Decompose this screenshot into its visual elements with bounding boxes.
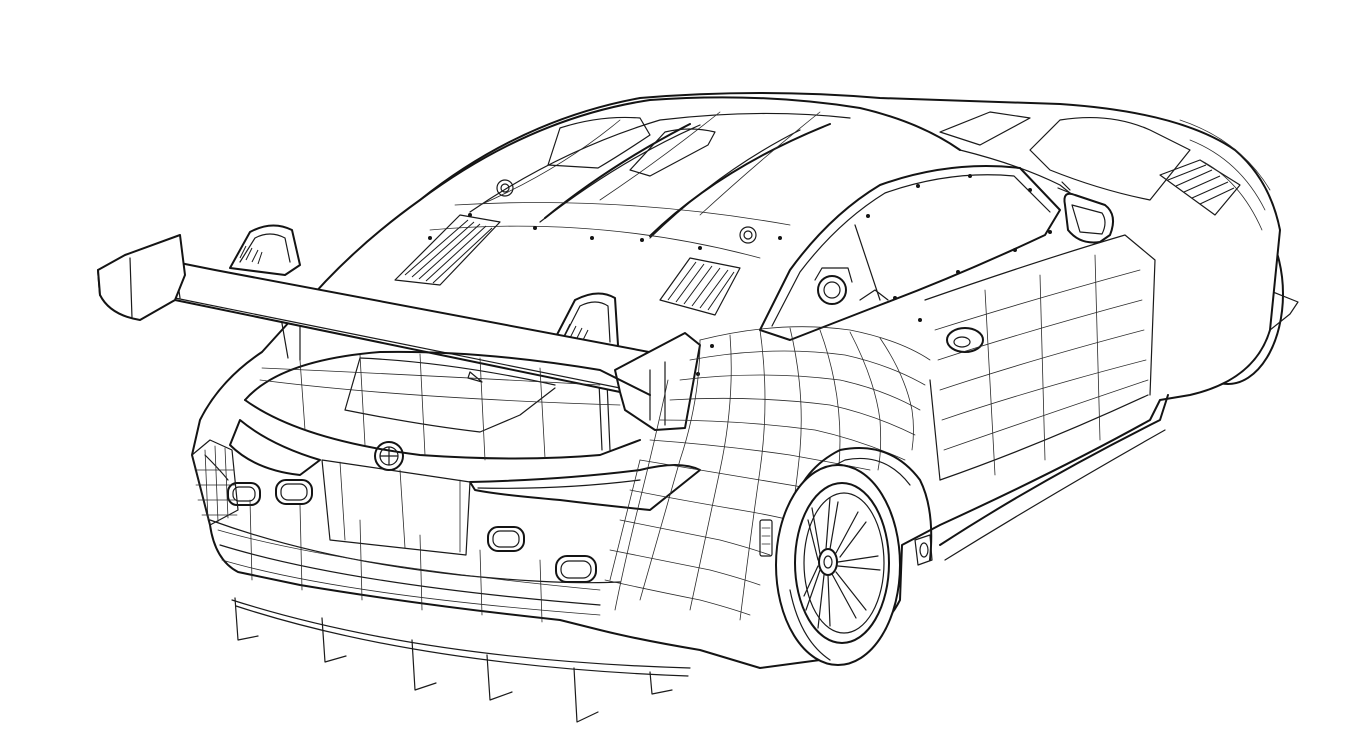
near-wheel [775, 464, 901, 666]
door [924, 234, 1169, 561]
side-mirror [1057, 181, 1115, 244]
side-window [759, 165, 1061, 341]
trunk [244, 350, 651, 471]
rear-diffuser [231, 597, 691, 723]
car-body [191, 92, 1281, 669]
side-vents [939, 111, 1271, 231]
